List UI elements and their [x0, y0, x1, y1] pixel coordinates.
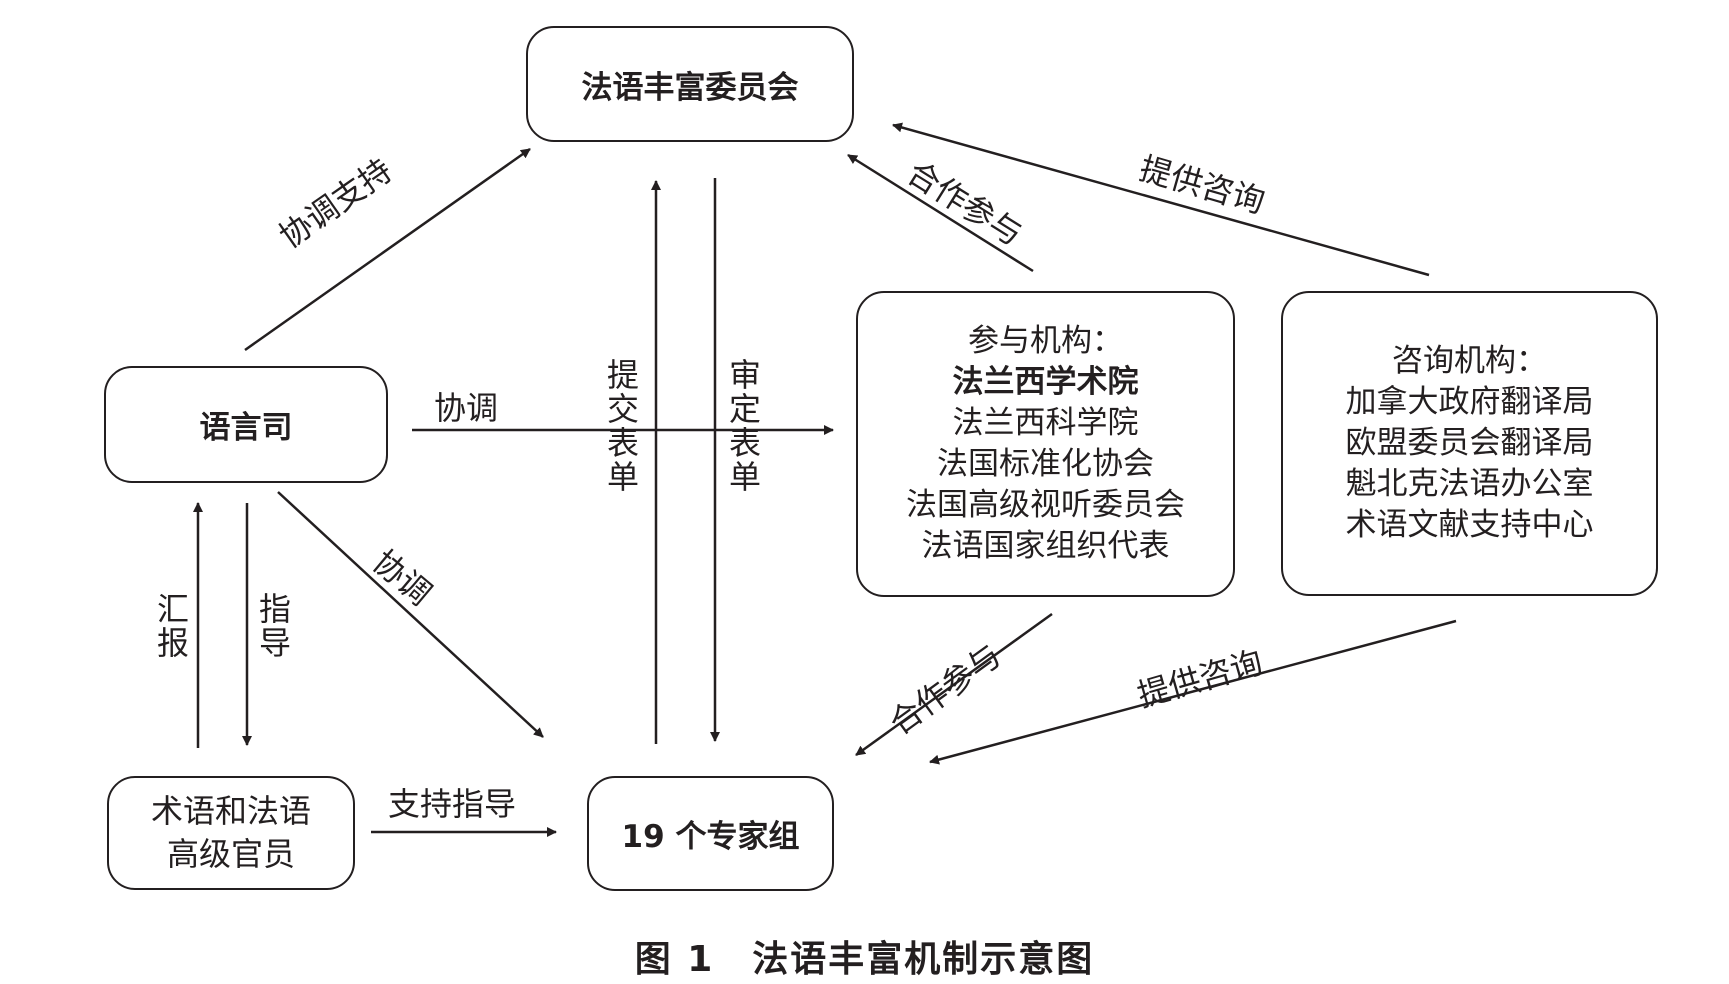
- arrow-advisors-to-committee: [892, 122, 1430, 277]
- label-approve-form: 审定表单: [728, 356, 761, 496]
- advisor-item: 欧盟委员会翻译局: [1345, 425, 1594, 461]
- arrow-participants-to-committee: [847, 153, 1034, 273]
- label-dept-to-participants: 协调: [434, 389, 499, 427]
- participant-item: 法兰西科学院: [952, 405, 1139, 441]
- participant-item: 法语国家组织代表: [921, 528, 1170, 564]
- advisors-title: 咨询机构：: [1392, 343, 1547, 379]
- node-senior-officials-line-1: 术语和法语: [150, 792, 311, 830]
- label-guide: 指导: [258, 590, 291, 662]
- participants-list: 参与机构： 法兰西学术院 法兰西科学院 法国标准化协会 法国高级视听委员会 法语…: [906, 321, 1185, 567]
- node-committee-label: 法语丰富委员会: [581, 69, 799, 106]
- node-advisory-institutions: 咨询机构： 加拿大政府翻译局 欧盟委员会翻译局 魁北克法语办公室 术语文献支持中…: [1281, 291, 1658, 596]
- advisors-list: 咨询机构： 加拿大政府翻译局 欧盟委员会翻译局 魁北克法语办公室 术语文献支持中…: [1346, 341, 1594, 546]
- participant-item: 法兰西学术院: [952, 364, 1139, 400]
- label-submit-form: 提交表单: [606, 356, 639, 496]
- advisor-item: 加拿大政府翻译局: [1345, 384, 1594, 420]
- node-senior-officials-line-2: 高级官员: [166, 835, 295, 873]
- participant-item: 法国高级视听委员会: [906, 487, 1185, 523]
- node-expert-groups: 19 个专家组: [587, 776, 834, 891]
- label-officials-to-experts: 支持指导: [388, 785, 517, 823]
- participants-title: 参与机构：: [968, 323, 1123, 359]
- node-participating-institutions: 参与机构： 法兰西学术院 法兰西科学院 法国标准化协会 法国高级视听委员会 法语…: [856, 291, 1235, 597]
- arrow-dept-to-committee: [244, 147, 531, 352]
- participant-item: 法国标准化协会: [937, 446, 1154, 482]
- node-language-department-label: 语言司: [199, 410, 293, 446]
- node-language-department: 语言司: [104, 366, 388, 483]
- label-report: 汇报: [156, 590, 189, 662]
- node-committee: 法语丰富委员会: [526, 26, 854, 142]
- advisor-item: 魁北克法语办公室: [1345, 466, 1594, 502]
- node-senior-officials: 术语和法语 高级官员: [107, 776, 355, 890]
- advisor-item: 术语文献支持中心: [1345, 507, 1594, 543]
- arrow-dept-to-experts: [277, 491, 544, 738]
- arrow-advisors-to-experts: [929, 619, 1457, 765]
- figure-caption: 图 1 法语丰富机制示意图: [634, 939, 1095, 980]
- arrow-participants-to-experts: [855, 612, 1053, 757]
- node-expert-groups-label: 19 个专家组: [621, 819, 800, 855]
